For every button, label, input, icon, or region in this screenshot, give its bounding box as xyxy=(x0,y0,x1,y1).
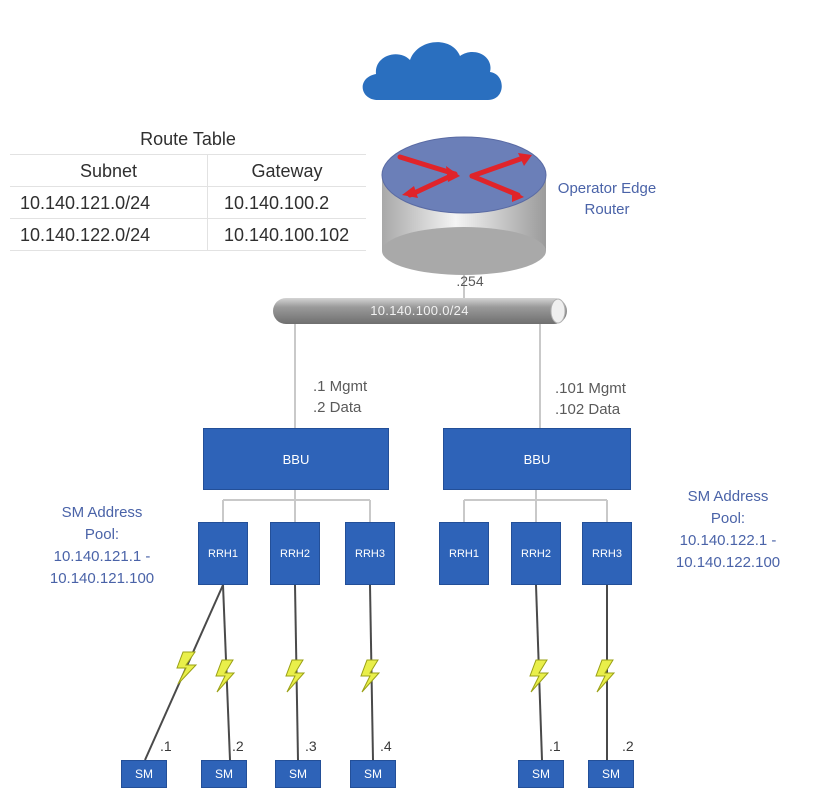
sm-node: SM xyxy=(350,760,396,788)
router-port-ip: .254 xyxy=(456,273,484,289)
pool-right-line-4: 10.140.122.100 xyxy=(675,554,781,571)
cloud-icon xyxy=(362,42,502,100)
table-cell-subnet: 10.140.122.0/24 xyxy=(10,219,208,251)
bbu-right-data-ip: .102 Data xyxy=(555,401,621,418)
sm-address-pool-left: SM Address Pool: 10.140.121.1 - 10.140.1… xyxy=(22,502,182,590)
lightning-icon xyxy=(176,651,198,685)
rrh-right-1: RRH1 xyxy=(439,522,489,585)
network-bus xyxy=(273,298,567,324)
sm-ip-label: .1 xyxy=(549,738,561,754)
lightning-icon xyxy=(529,659,550,693)
sm-ip-label: .2 xyxy=(622,738,634,754)
sm-node: SM xyxy=(275,760,321,788)
bbu-left-ip-labels: .1 Mgmt .2 Data xyxy=(313,376,367,418)
sm-ip-label: .4 xyxy=(380,738,392,754)
pool-left-line-4: 10.140.121.100 xyxy=(49,570,155,587)
column-header-subnet: Subnet xyxy=(10,155,208,187)
rrh-left-3: RRH3 xyxy=(345,522,395,585)
pool-right-line-3: 10.140.122.1 - xyxy=(679,532,777,549)
pool-left-line-2: Pool: xyxy=(84,526,120,543)
rrh-right-2: RRH2 xyxy=(511,522,561,585)
table-cell-gateway: 10.140.100.2 xyxy=(208,187,366,219)
sm-node: SM xyxy=(588,760,634,788)
sm-ip-label: .3 xyxy=(305,738,317,754)
bbu-left-mgmt-ip: .1 Mgmt xyxy=(313,378,368,395)
router-label-line-1: Operator Edge xyxy=(557,180,657,197)
router-icon xyxy=(381,136,547,275)
sm-address-pool-right: SM Address Pool: 10.140.122.1 - 10.140.1… xyxy=(648,486,808,574)
lightning-icon xyxy=(285,659,306,693)
lightning-icon xyxy=(595,659,616,693)
bbu-right: BBU xyxy=(443,428,631,490)
table-cell-subnet: 10.140.121.0/24 xyxy=(10,187,208,219)
bbu-left: BBU xyxy=(203,428,389,490)
router-label: Operator Edge Router xyxy=(548,178,666,220)
sm-node: SM xyxy=(121,760,167,788)
route-table-header-row: Subnet Gateway xyxy=(10,155,366,187)
pool-left-line-1: SM Address xyxy=(61,504,143,521)
route-table-title-row: Route Table xyxy=(10,123,366,155)
column-header-gateway: Gateway xyxy=(208,155,366,187)
sm-node: SM xyxy=(201,760,247,788)
pool-right-line-2: Pool: xyxy=(710,510,746,527)
route-table: Route Table Subnet Gateway 10.140.121.0/… xyxy=(10,123,366,251)
table-row: 10.140.121.0/24 10.140.100.2 xyxy=(10,187,366,219)
table-row: 10.140.122.0/24 10.140.100.102 xyxy=(10,219,366,251)
pool-right-line-1: SM Address xyxy=(687,488,769,505)
sm-ip-label: .1 xyxy=(160,738,172,754)
sm-node: SM xyxy=(518,760,564,788)
route-table-title: Route Table xyxy=(10,123,366,155)
router-label-line-2: Router xyxy=(584,201,630,218)
lightning-icon xyxy=(360,659,381,693)
pool-left-line-3: 10.140.121.1 - xyxy=(53,548,151,565)
rrh-left-1: RRH1 xyxy=(198,522,248,585)
sm-ip-label: .2 xyxy=(232,738,244,754)
subnet-bus-label: 10.140.100.0/24 xyxy=(370,303,469,318)
table-cell-gateway: 10.140.100.102 xyxy=(208,219,366,251)
lightning-icon xyxy=(215,659,236,693)
bbu-left-data-ip: .2 Data xyxy=(313,399,362,416)
rrh-left-2: RRH2 xyxy=(270,522,320,585)
bbu-right-mgmt-ip: .101 Mgmt xyxy=(555,380,626,397)
rrh-right-3: RRH3 xyxy=(582,522,632,585)
bbu-right-ip-labels: .101 Mgmt .102 Data xyxy=(555,378,626,420)
